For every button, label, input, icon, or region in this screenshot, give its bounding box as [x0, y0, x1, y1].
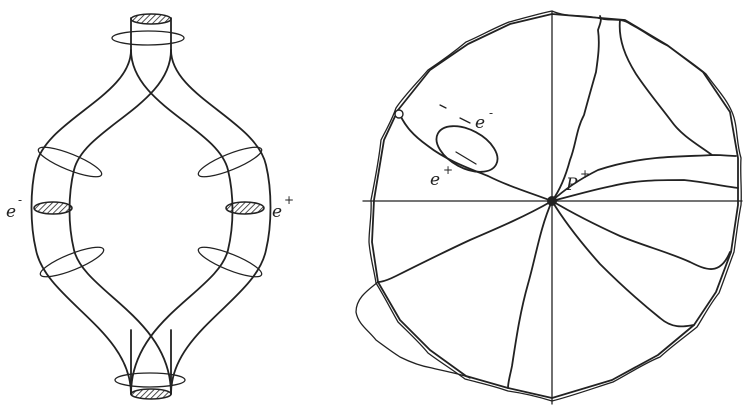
- top-loop-ring: [112, 31, 184, 45]
- proton-center-point: [547, 196, 557, 206]
- right-lower-loop-ring: [195, 242, 264, 282]
- positron-label-sup: +: [284, 193, 294, 207]
- pair-loop: [429, 117, 505, 182]
- gluon-line-4: [552, 201, 730, 269]
- gluon-line-5: [552, 201, 694, 326]
- right-branch-inner-edge: [131, 50, 233, 394]
- positron-cross-section: [226, 202, 264, 214]
- proton-diagram: e - e + P +: [356, 11, 742, 404]
- top-tube-cross-section: [131, 14, 171, 24]
- electron-label-sup: -: [18, 193, 22, 207]
- left-branch-inner-edge: [70, 50, 172, 394]
- pair-tick-2: [460, 118, 470, 123]
- electron-cross-section: [34, 202, 72, 214]
- electron-label: e: [6, 202, 16, 222]
- bottom-tube-cross-section: [131, 389, 171, 399]
- gluon-line-7: [378, 201, 552, 282]
- pair-tick-1: [440, 105, 446, 108]
- proton-label-sup: +: [580, 167, 590, 181]
- gluon-line-3: [552, 180, 738, 201]
- gluon-line-9: [620, 20, 712, 155]
- positron-label: e: [430, 170, 440, 190]
- electron-label-sup: -: [489, 106, 493, 120]
- positron-label-sup: +: [443, 163, 453, 177]
- proton-label: P: [565, 175, 578, 195]
- left-branch-outer-edge: [32, 50, 132, 394]
- vertex-circle: [395, 110, 403, 118]
- pair-tick-3: [456, 152, 476, 164]
- gluon-line-6: [508, 201, 552, 388]
- left-lower-loop-ring: [37, 242, 106, 282]
- tube-diagram: e - e +: [6, 14, 294, 399]
- right-branch-outer-edge: [171, 50, 271, 394]
- positron-label: e: [272, 202, 282, 222]
- electron-label: e: [475, 113, 485, 133]
- left-upper-loop-ring: [35, 142, 104, 182]
- lower-left-bulge: [356, 282, 470, 378]
